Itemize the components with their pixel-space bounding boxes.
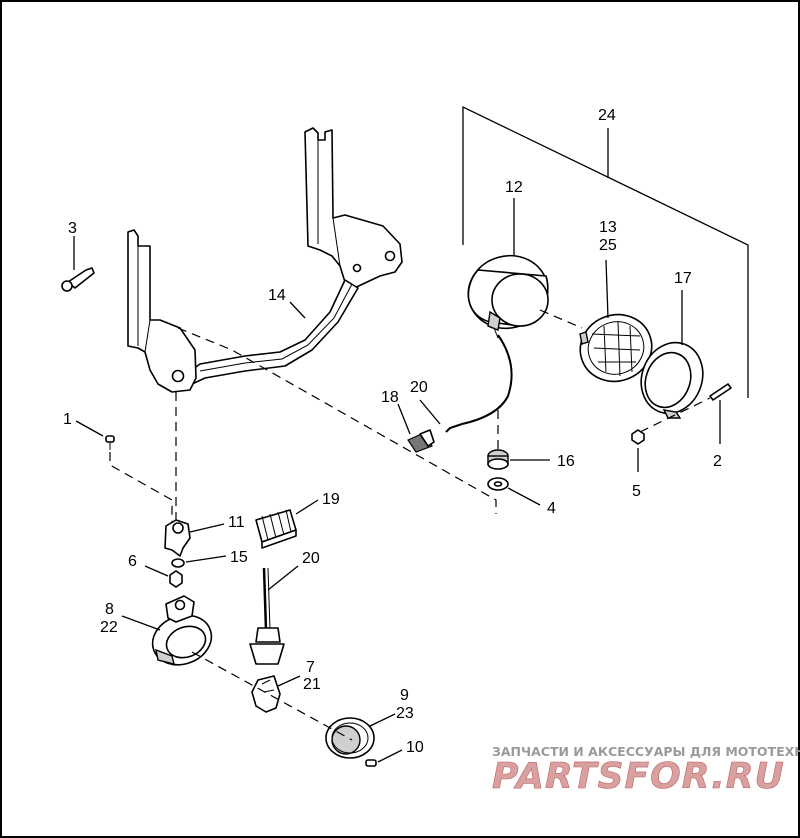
leader-14 xyxy=(289,301,306,319)
callout-12: 12 xyxy=(505,179,523,196)
sealed-beam-13-25 xyxy=(579,313,653,383)
callout-20b: 20 xyxy=(302,550,320,567)
callout-1: 1 xyxy=(63,411,72,428)
clamp-11 xyxy=(164,519,191,557)
watermark-logo: PARTSFOR.RU xyxy=(492,756,785,797)
washer-4 xyxy=(487,477,509,491)
callout-2: 2 xyxy=(713,453,722,470)
leader-4 xyxy=(507,487,541,506)
callout-5: 5 xyxy=(632,483,641,500)
callout-25: 25 xyxy=(599,237,617,254)
callout-20a: 20 xyxy=(410,379,428,396)
leader-1 xyxy=(75,420,104,437)
axis-screw-1 xyxy=(109,452,173,522)
screw-10 xyxy=(365,759,377,767)
leader-19 xyxy=(295,499,319,515)
callout-3: 3 xyxy=(68,220,77,237)
callout-23: 23 xyxy=(396,705,414,722)
leader-9-23 xyxy=(369,713,396,727)
callout-7: 7 xyxy=(306,659,315,676)
callout-14: 14 xyxy=(268,287,286,304)
callout-19: 19 xyxy=(322,491,340,508)
plug-18 xyxy=(407,429,435,453)
grommet-16 xyxy=(487,449,509,470)
connector-19 xyxy=(255,509,297,549)
callout-24: 24 xyxy=(598,107,616,124)
lens-9-23 xyxy=(325,717,375,759)
axis-lower-lamp xyxy=(191,651,353,741)
leader-18 xyxy=(397,403,411,435)
screw-2 xyxy=(709,383,732,401)
screw-3 xyxy=(61,267,95,292)
leader-10 xyxy=(377,749,403,763)
lamp-housing-8-22 xyxy=(151,595,213,666)
nut-6 xyxy=(169,570,183,588)
callout-11: 11 xyxy=(228,514,245,531)
callout-17: 17 xyxy=(674,270,692,287)
leader-15 xyxy=(185,555,227,563)
leader-20a xyxy=(419,399,441,425)
trim-ring-17 xyxy=(640,341,704,419)
washer-15 xyxy=(171,558,185,568)
callout-8: 8 xyxy=(105,601,114,618)
leader-7-21 xyxy=(277,675,301,687)
callout-16: 16 xyxy=(557,453,575,470)
group-bracket-24 xyxy=(462,105,749,398)
wire-socket-20 xyxy=(249,567,285,665)
mounting-bracket xyxy=(127,127,403,393)
axis-lamp xyxy=(539,309,583,329)
watermark: ЗАПЧАСТИ И АКСЕССУАРЫ ДЛЯ МОТОТЕХНИКИ PA… xyxy=(492,744,800,797)
bulb-7-21 xyxy=(251,675,281,713)
wire-20a xyxy=(461,334,513,425)
leader-6 xyxy=(144,565,169,577)
leader-8-22 xyxy=(121,615,161,631)
nut-5 xyxy=(631,429,645,445)
callout-22: 22 xyxy=(100,619,118,636)
callout-4: 4 xyxy=(547,500,556,517)
axis-screw-2 xyxy=(639,397,711,433)
callout-10: 10 xyxy=(406,739,424,756)
axis-bracket-to-4 xyxy=(177,327,497,514)
leader-11 xyxy=(189,523,225,533)
callout-9: 9 xyxy=(400,687,409,704)
callout-18: 18 xyxy=(381,389,399,406)
callout-21: 21 xyxy=(303,676,321,693)
callout-15: 15 xyxy=(230,549,248,566)
callout-labels: 1 2 3 4 5 6 7 8 9 10 11 12 13 14 15 16 1… xyxy=(63,107,722,756)
leader-13-25 xyxy=(605,259,609,319)
watermark-tagline: ЗАПЧАСТИ И АКСЕССУАРЫ ДЛЯ МОТОТЕХНИКИ xyxy=(492,744,800,759)
lamp-shell-12 xyxy=(467,254,549,339)
screw-1 xyxy=(105,435,115,450)
callout-13: 13 xyxy=(599,219,617,236)
callout-6: 6 xyxy=(128,553,137,570)
leader-20b xyxy=(267,565,299,591)
